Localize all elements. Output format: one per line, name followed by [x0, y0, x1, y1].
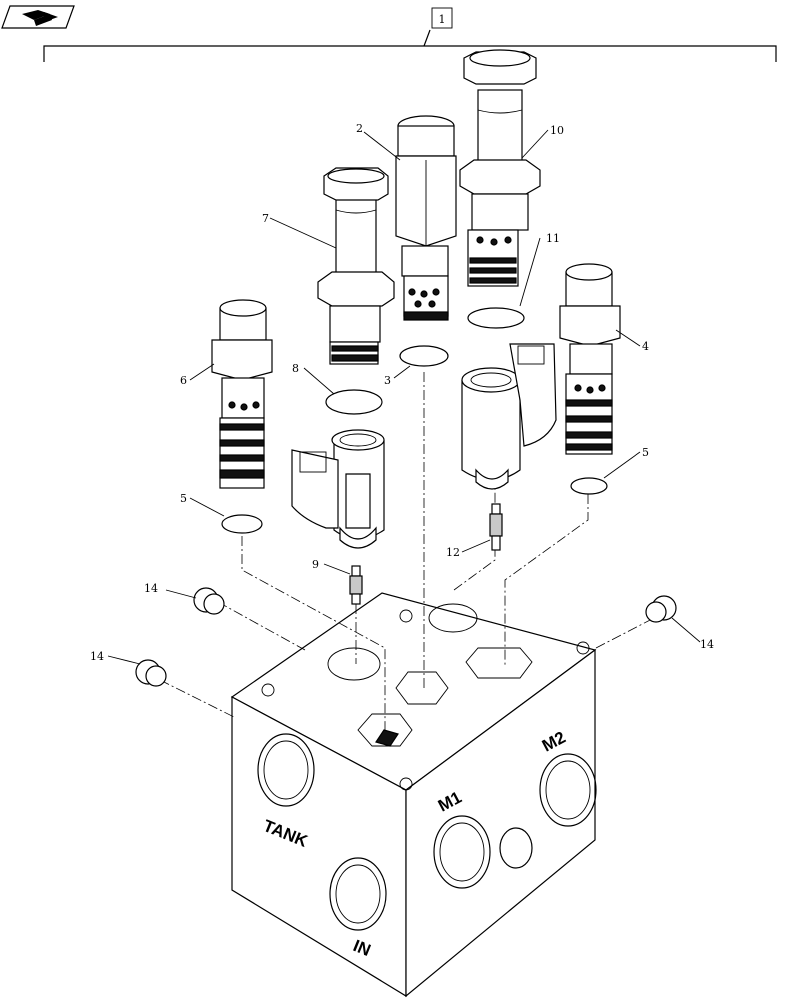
callout-12: 12: [446, 546, 460, 559]
callout-2: 2: [356, 122, 363, 135]
part-2-hex-cartridge: [395, 115, 457, 321]
centerlines: [159, 372, 655, 730]
callout-5-right: 5: [642, 446, 649, 459]
m1-port: [433, 815, 491, 889]
callout-7: 7: [262, 212, 269, 225]
part-14-plug-upper-left: [193, 587, 225, 615]
callout-11: 11: [546, 232, 560, 245]
assembly-callout: 1: [431, 7, 453, 29]
part-9-connector: [349, 565, 363, 605]
part-6-cartridge: [211, 299, 273, 489]
part-3-o-ring: [399, 345, 449, 367]
callout-9: 9: [312, 558, 319, 571]
tank-port: [257, 733, 315, 807]
callout-4: 4: [642, 340, 649, 353]
part-8-o-ring: [325, 389, 383, 415]
part-4-cartridge: [559, 263, 621, 455]
solenoid-coil-right: [461, 343, 557, 490]
solenoid-coil-left: [291, 429, 385, 549]
manifold-block: [230, 592, 597, 998]
callout-14-lower-left: 14: [90, 650, 104, 663]
part-5-o-ring-left: [221, 514, 263, 534]
book-arrow-icon[interactable]: [1, 5, 75, 29]
in-port: [329, 857, 387, 931]
part-12-connector: [489, 503, 503, 551]
part-14-plug-lower-left: [135, 659, 167, 687]
part-7-solenoid-cartridge: [317, 167, 395, 365]
callout-6: 6: [180, 374, 187, 387]
leader-lines: [107, 129, 701, 665]
part-10-solenoid-cartridge: [459, 49, 541, 287]
part-14-plug-right: [645, 595, 677, 623]
part-11-o-ring: [467, 307, 525, 329]
port-label-in: IN: [351, 936, 374, 960]
callout-14-right: 14: [700, 638, 714, 651]
part-5-o-ring-right: [570, 477, 608, 495]
callout-3: 3: [384, 374, 391, 387]
callout-14-upper-left: 14: [144, 582, 158, 595]
svg-text:1: 1: [439, 13, 446, 26]
assembly-bracket: [43, 29, 777, 62]
callout-10: 10: [550, 124, 564, 137]
callout-8: 8: [292, 362, 299, 375]
m2-port: [539, 753, 597, 827]
callout-5-left: 5: [180, 492, 187, 505]
